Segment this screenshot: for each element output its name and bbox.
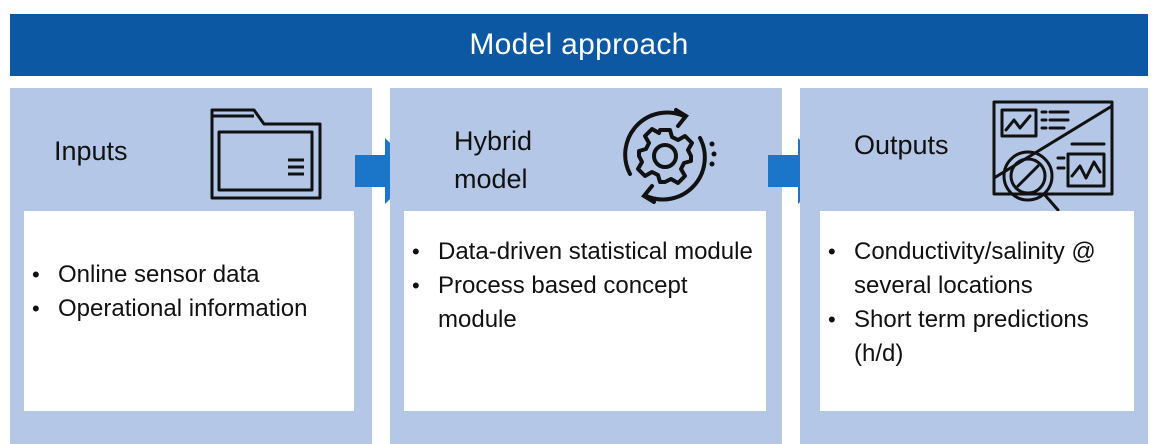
outputs-title: Outputs — [854, 126, 949, 164]
inputs-content-box: •Online sensor data •Operational informa… — [24, 211, 354, 411]
list-item: •Data-driven statistical module — [412, 238, 753, 265]
list-item: •Process based concept module — [412, 272, 688, 333]
outputs-bullet-list: •Conductivity/salinity @ several locatio… — [820, 235, 1132, 371]
list-item: •Online sensor data — [32, 261, 260, 288]
hybrid-model-title-line: Hybrid — [454, 126, 533, 156]
outputs-content-box: •Conductivity/salinity @ several locatio… — [820, 211, 1134, 411]
model-approach-banner: Model approach — [10, 14, 1148, 76]
banner-title: Model approach — [469, 28, 689, 61]
hybrid-model-panel: Hybrid model •Data-driven statistical mo… — [390, 88, 782, 444]
inputs-title-line: Inputs — [54, 136, 128, 166]
gear-cycle-icon — [623, 108, 717, 204]
inputs-title: Inputs — [54, 132, 128, 170]
right-arrow-icon — [355, 138, 419, 204]
hybrid-model-title: Hybrid model — [454, 122, 532, 198]
folder-icon — [210, 108, 322, 200]
inputs-panel: Inputs •Online sensor data •Operational … — [10, 88, 372, 444]
report-analysis-icon — [992, 100, 1114, 212]
hybrid-model-bullet-list: •Data-driven statistical module •Process… — [404, 235, 764, 337]
list-item: •Short term predictions (h/d) — [828, 306, 1089, 367]
hybrid-model-content-box: •Data-driven statistical module •Process… — [404, 211, 766, 411]
list-item: •Conductivity/salinity @ several locatio… — [828, 238, 1096, 299]
list-item: •Operational information — [32, 295, 308, 322]
outputs-title-line: Outputs — [854, 130, 949, 160]
inputs-bullet-list: •Online sensor data •Operational informa… — [24, 258, 349, 326]
outputs-panel: Outputs •Conductivit — [800, 88, 1148, 444]
hybrid-model-title-line: model — [454, 164, 528, 194]
